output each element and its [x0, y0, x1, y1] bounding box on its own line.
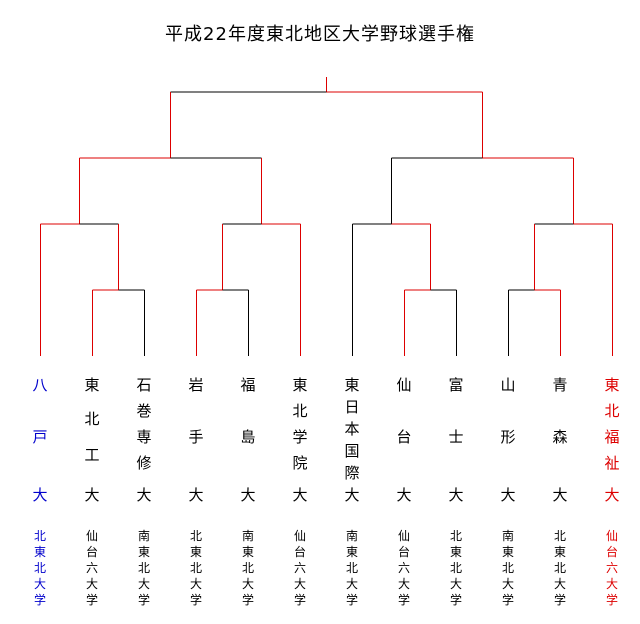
- bracket-title: 平成22年度東北地区大学野球選手権: [165, 24, 475, 45]
- tournament-bracket: [40, 77, 613, 356]
